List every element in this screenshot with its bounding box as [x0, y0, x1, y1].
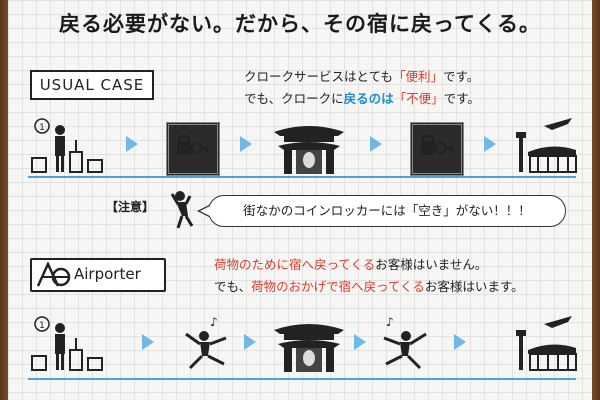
usual-flow-row: 1	[8, 112, 592, 182]
poster: 戻る必要がない。だから、その宿に戻ってくる。 USUAL CASE クロークサー…	[8, 0, 592, 400]
temple-gate-icon	[274, 126, 344, 174]
flow-arrow-7	[354, 334, 366, 350]
flow-arrow-1	[126, 136, 138, 152]
notice-bubble: 街なかのコインロッカーには「空き」がない！！！	[197, 195, 566, 227]
airport-icon	[516, 316, 577, 371]
locker-key-icon	[166, 122, 220, 176]
usual-line-2-c: 「不便」	[393, 91, 444, 106]
airporter-line-2-c: お客様はいます。	[424, 279, 524, 294]
airport-icon	[516, 118, 577, 173]
flow-arrow-6	[244, 334, 256, 350]
svg-text:1: 1	[39, 321, 45, 331]
usual-line-1-b: 「便利」	[393, 69, 444, 84]
usual-line-2-d: です。	[443, 91, 480, 106]
airporter-line-2-b: 荷物のおかげで宿へ戻ってくる	[251, 279, 425, 294]
flow-arrow-3	[370, 136, 382, 152]
traveler-with-luggage-icon: 1	[31, 316, 103, 371]
usual-line-2: でも、クロークに戻るのは「不便」です。	[244, 88, 480, 107]
airporter-divider-line	[28, 378, 576, 380]
usual-line-1: クロークサービスはとても「便利」です。	[244, 66, 479, 85]
flow-arrow-2	[240, 136, 252, 152]
page-title: 戻る必要がない。だから、その宿に戻ってくる。	[59, 12, 541, 36]
flow-arrow-8	[454, 334, 466, 350]
airporter-line-1-a: 荷物のために宿へ戻ってくる	[214, 257, 376, 272]
svg-text:1: 1	[39, 123, 45, 133]
traveler-with-luggage-icon: 1	[31, 118, 103, 173]
worried-person-icon	[170, 191, 194, 229]
frame-left	[0, 0, 8, 400]
usual-divider-line	[28, 176, 576, 178]
usual-line-2-a: でも、クロークに	[244, 91, 344, 106]
airporter-logo-icon	[36, 262, 71, 287]
notice-label: 【注意】	[106, 200, 155, 214]
airporter-line-2: でも、荷物のおかげで宿へ戻ってくるお客様はいます。	[214, 276, 524, 295]
music-note-icon: ♪	[210, 315, 218, 329]
usual-line-1-a: クロークサービスはとても	[244, 69, 394, 84]
usual-case-label: USUAL CASE	[30, 70, 154, 100]
usual-line-1-c: です。	[443, 69, 480, 84]
frame-right	[592, 0, 600, 400]
usual-line-2-b: 戻るのは	[343, 91, 394, 106]
flow-arrow-4	[484, 136, 496, 152]
airporter-logo-text: Airporter	[74, 265, 141, 283]
temple-gate-icon	[274, 324, 344, 372]
airporter-logo: Airporter	[30, 258, 166, 292]
jumping-person-icon: ♪	[383, 315, 427, 370]
airporter-line-1: 荷物のために宿へ戻ってくるお客様はいません。	[214, 254, 487, 273]
locker-key-icon	[410, 122, 464, 176]
music-note-icon: ♪	[386, 315, 394, 329]
airporter-line-1-b: お客様はいません。	[375, 257, 488, 272]
jumping-person-icon: ♪	[185, 315, 227, 370]
airporter-flow-row: 1 ♪	[8, 310, 592, 380]
airporter-line-2-a: でも、	[214, 279, 252, 294]
flow-arrow-5	[142, 334, 154, 350]
